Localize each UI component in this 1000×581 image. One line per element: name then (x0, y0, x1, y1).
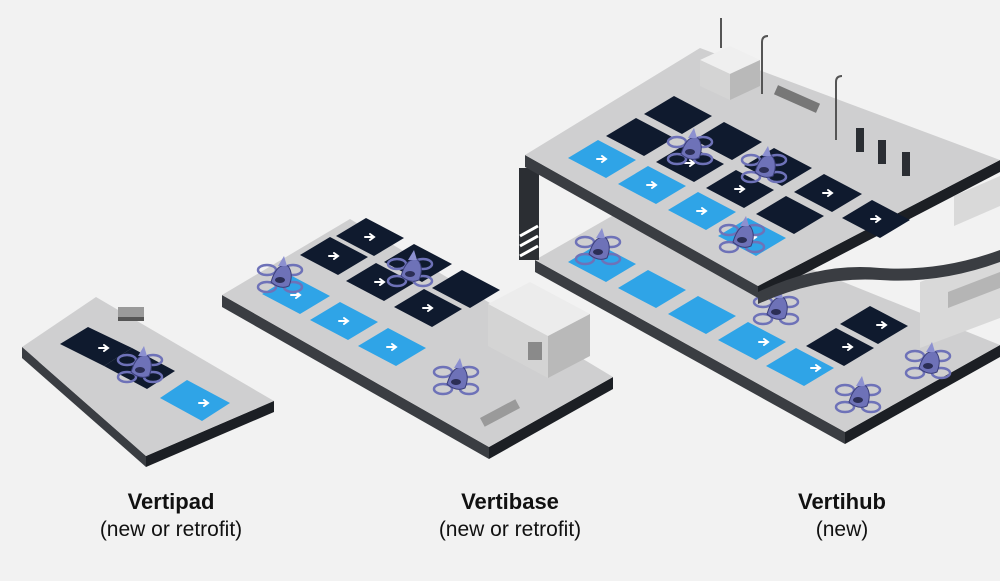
vertipad-caption: Vertipad (new or retrofit) (41, 488, 301, 544)
bench-icon (118, 307, 144, 321)
vertipad-title: Vertipad (127, 489, 215, 514)
vertibase-platform (222, 219, 613, 459)
bench-icon (479, 399, 521, 427)
vertibase-title: Vertibase (461, 489, 559, 514)
vertihub-subtitle: (new) (815, 518, 869, 541)
vertihub-walkway (758, 250, 1000, 304)
vertihub-lower-level (535, 200, 1000, 444)
vertibase-terminal-building (488, 282, 590, 378)
lamp-post-icon (761, 35, 843, 140)
vertihub-support-column (519, 168, 539, 260)
vertipad-subtitle: (new or retrofit) (99, 518, 243, 541)
vertihub-rooftop-building (700, 18, 760, 100)
vertihub-caption: Vertihub (new) (712, 488, 972, 544)
charger-icon (856, 128, 910, 176)
bench-icon (773, 85, 821, 113)
vertibase-caption: Vertibase (new or retrofit) (380, 488, 640, 544)
vertihub-upper-side-building (954, 176, 1000, 226)
vertibase-subtitle: (new or retrofit) (438, 518, 582, 541)
vertihub-title: Vertihub (797, 489, 886, 514)
